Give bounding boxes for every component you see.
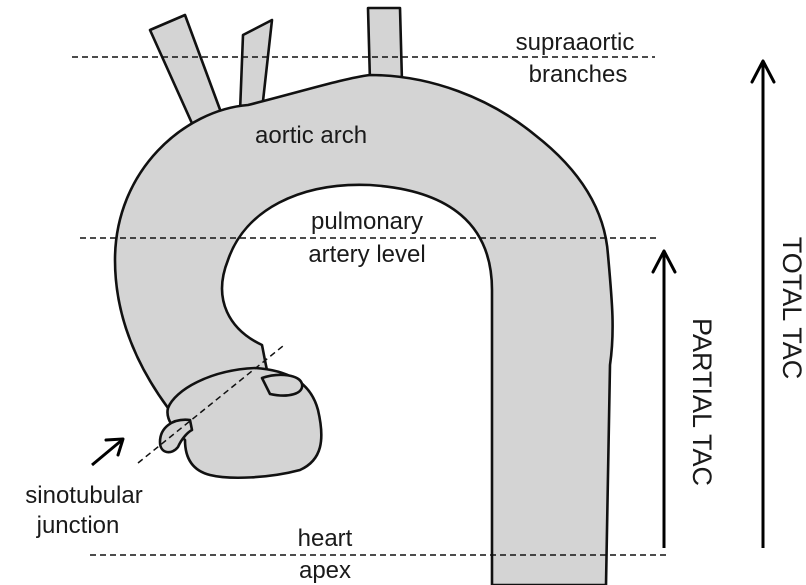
supraaortic-label-line1: supraaortic bbox=[516, 29, 635, 56]
sinotubular-label-line2: junction bbox=[36, 512, 120, 539]
aortic-arch-body bbox=[115, 75, 613, 585]
partial-tac-arrow bbox=[653, 251, 675, 548]
left-carotid-branch bbox=[240, 20, 272, 112]
total-tac-arrow bbox=[752, 61, 774, 548]
heart-label-line2: apex bbox=[299, 557, 351, 584]
supraaortic-label-line2: branches bbox=[529, 61, 628, 88]
pulmonary-label-line1: pulmonary bbox=[311, 208, 423, 235]
heart-label-line1: heart bbox=[298, 525, 353, 552]
total-tac-label: TOTAL TAC bbox=[777, 237, 806, 380]
left-coronary-stub bbox=[262, 375, 302, 396]
aortic-arch-label: aortic arch bbox=[255, 122, 367, 149]
partial-tac-label: PARTIAL TAC bbox=[687, 318, 717, 486]
pulmonary-label-line2: artery level bbox=[308, 241, 425, 268]
left-subclavian-branch bbox=[368, 8, 402, 82]
sinotubular-label-line1: sinotubular bbox=[25, 482, 142, 509]
sinotubular-pointer-arrow bbox=[92, 439, 123, 465]
